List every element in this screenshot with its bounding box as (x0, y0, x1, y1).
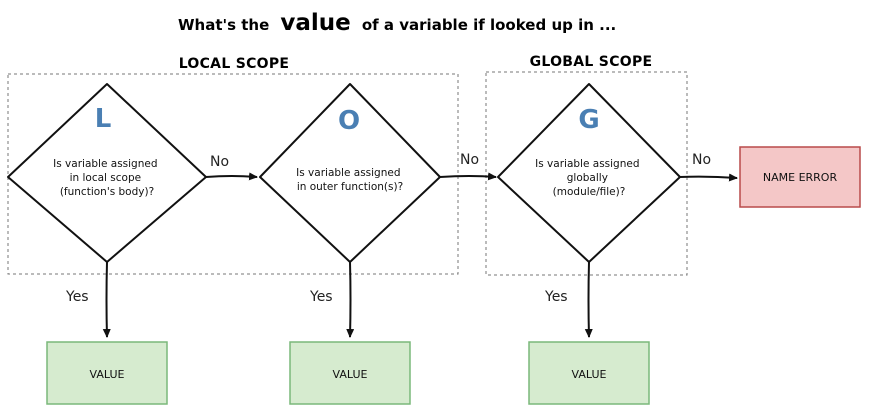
no-arrow-outer-to-global (439, 172, 497, 181)
question-local: Is variable assigned in local scope (fun… (53, 158, 161, 198)
question-global-line-2: globally (567, 172, 608, 184)
question-outer-line-2: in outer function(s)? (297, 181, 403, 193)
title-emphasis: value (280, 10, 350, 36)
question-local-line-3: (function's body)? (60, 186, 154, 198)
title-prefix: What's the (178, 16, 269, 34)
title-suffix: of a variable if looked up in ... (362, 16, 616, 34)
question-outer-line-1: Is variable assigned (296, 167, 400, 179)
no-label-2: No (460, 152, 479, 168)
no-arrow-local-to-outer (205, 172, 258, 181)
question-global: Is variable assigned globally (module/fi… (535, 158, 643, 198)
name-error-box (739, 146, 861, 208)
no-label-1: No (210, 154, 229, 170)
value-box-global (528, 341, 650, 405)
value-box-local (46, 341, 168, 405)
value-box-outer-label: VALUE (333, 368, 368, 381)
global-scope-label: GLOBAL SCOPE (530, 54, 653, 70)
letter-local: L (95, 104, 112, 134)
letter-global: G (578, 105, 599, 135)
global-scope-box (485, 71, 688, 276)
name-error-label: NAME ERROR (763, 171, 838, 184)
no-arrow-global-to-error (679, 173, 738, 182)
question-global-line-3: (module/file)? (553, 186, 626, 198)
question-global-line-1: Is variable assigned (535, 158, 639, 170)
value-box-outer (289, 341, 411, 405)
no-label-3: No (692, 152, 711, 168)
value-box-local-label: VALUE (90, 368, 125, 381)
yes-label-1: Yes (65, 289, 89, 305)
yes-label-2: Yes (309, 289, 333, 305)
diagram-title: What's the value of a variable if looked… (178, 10, 616, 36)
yes-arrow-global (584, 261, 593, 338)
yes-arrow-local (102, 261, 111, 338)
value-box-global-label: VALUE (572, 368, 607, 381)
yes-arrow-outer (346, 261, 355, 338)
question-local-line-2: in local scope (70, 172, 142, 184)
letter-outer: O (338, 106, 360, 136)
local-scope-box (7, 73, 459, 275)
question-outer: Is variable assigned in outer function(s… (296, 167, 404, 193)
yes-label-3: Yes (544, 289, 568, 305)
local-scope-label: LOCAL SCOPE (179, 56, 290, 72)
question-local-line-1: Is variable assigned (53, 158, 157, 170)
